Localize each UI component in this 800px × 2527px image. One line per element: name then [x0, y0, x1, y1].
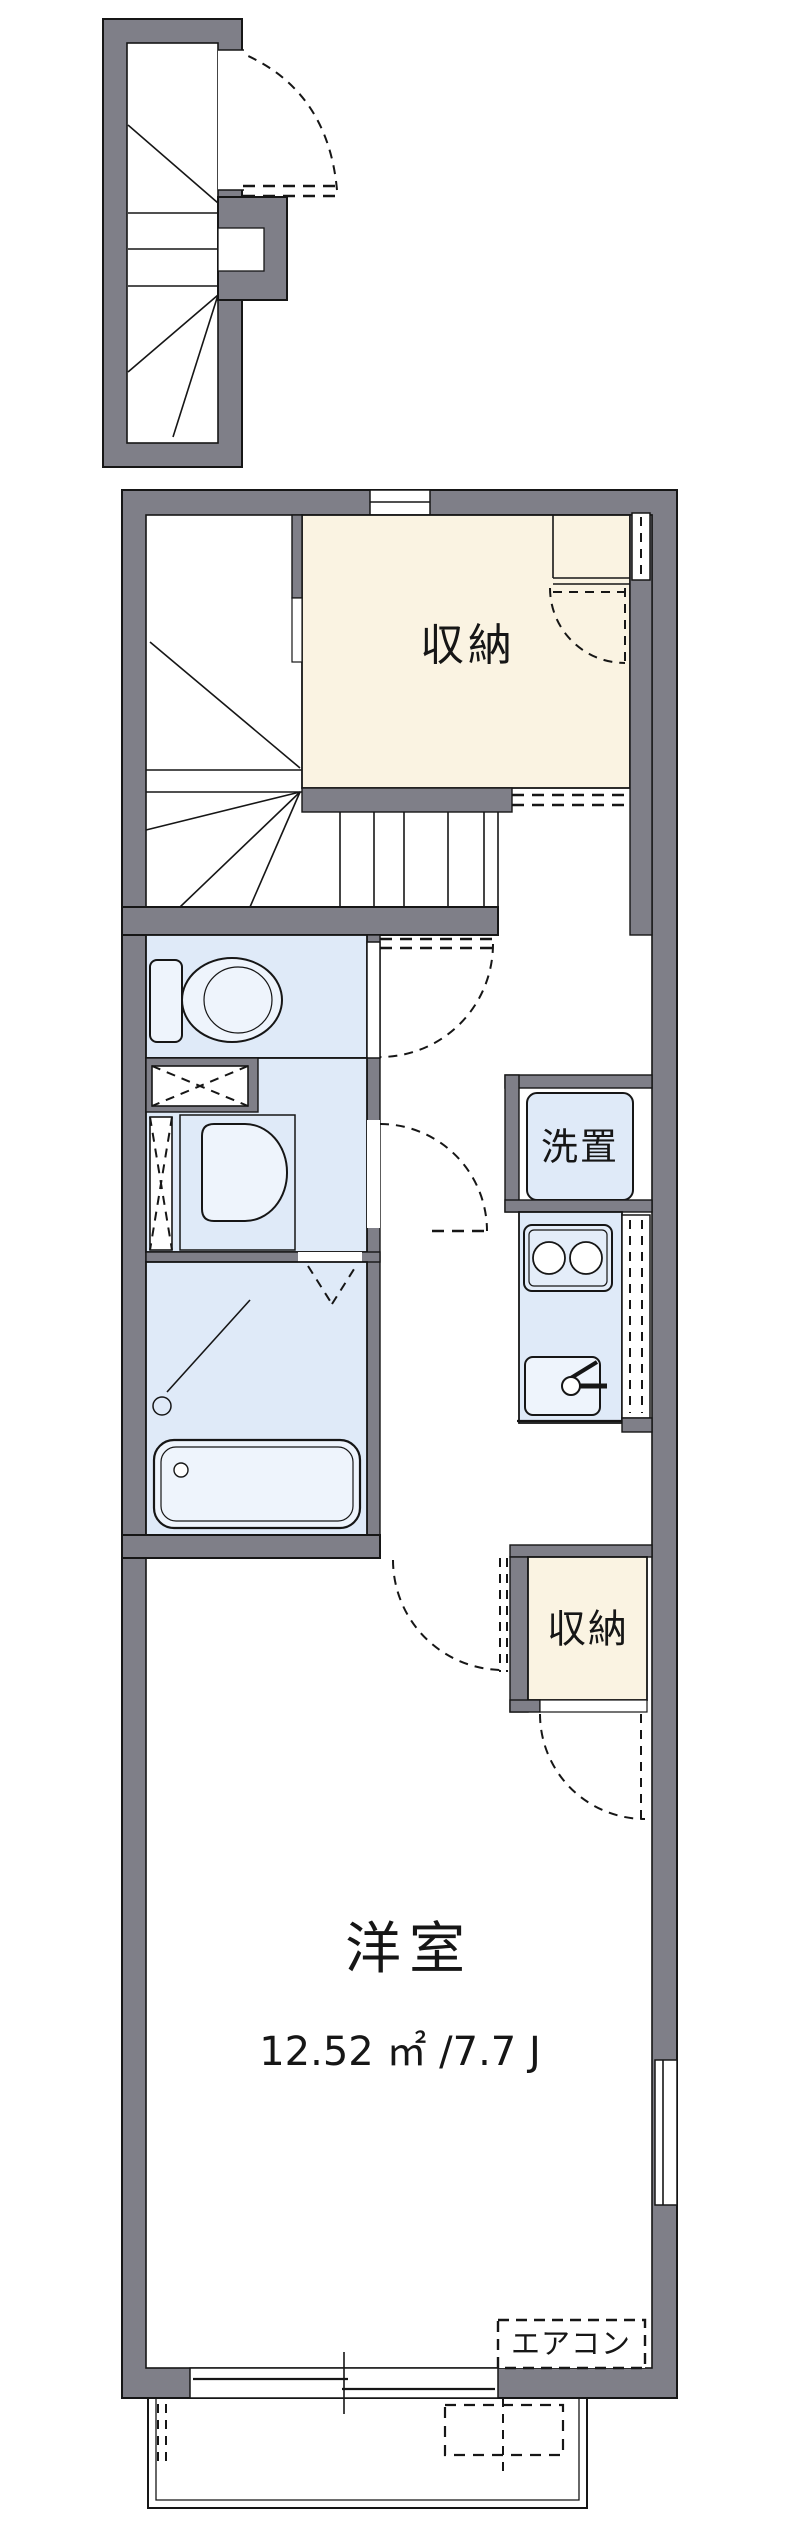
main-room-label: 洋室 — [345, 1917, 473, 1982]
storage-upper-door-swing — [549, 587, 626, 664]
room-entry-door-swing — [392, 1558, 508, 1672]
storage-room-upper — [301, 514, 631, 789]
laundry-niche — [504, 1074, 653, 1213]
laundry-kitchen-wall — [504, 1199, 653, 1213]
balcony-equipment-area — [443, 2398, 565, 2478]
kitchen — [517, 1211, 623, 1424]
bathroom — [145, 1261, 368, 1536]
entrance-door-swing — [243, 54, 338, 198]
pipe-space-box — [151, 1065, 249, 1107]
staircase-2f — [145, 641, 499, 908]
washroom — [145, 1057, 368, 1253]
bathroom-door-opening — [298, 1252, 362, 1262]
storage-room-lower — [509, 1556, 648, 1820]
bottom-sliding-window — [189, 2352, 499, 2414]
storage-upper-label: 収納 — [420, 620, 516, 671]
stove — [523, 1224, 613, 1292]
stair-1f-treads — [127, 124, 219, 438]
entry-top-wall — [509, 1544, 653, 1558]
toilet-room — [145, 934, 368, 1059]
washbasin — [179, 1114, 296, 1251]
kitchen-window — [621, 1214, 653, 1433]
bathroom-bottom-wall — [121, 1534, 381, 1559]
toilet-door-leaf — [366, 941, 381, 1059]
storage-left-wall — [291, 514, 303, 599]
aircon-label: エアコン — [510, 2326, 632, 2361]
stair-bottom-wall — [121, 906, 499, 936]
laundry-top-wall — [504, 1074, 653, 1089]
storage-lower-label: 収納 — [546, 1607, 630, 1653]
duct-box — [149, 1116, 173, 1251]
washroom-door-opening — [367, 1120, 380, 1228]
laundry-label: 洗置 — [541, 1125, 619, 1169]
stair-1f-floor — [126, 42, 219, 444]
toilet-door-swing — [366, 937, 494, 1059]
kitchen-sink — [524, 1356, 607, 1416]
storage-lower-stub — [509, 1699, 541, 1713]
storage-left-jamb — [291, 597, 303, 663]
storage-lower-opening — [539, 1699, 648, 1713]
storage-side-window — [631, 512, 651, 581]
top-window — [369, 489, 431, 516]
aircon-box — [496, 2318, 647, 2370]
storage-lower-left-wall — [509, 1556, 529, 1713]
bathtub — [152, 1438, 362, 1530]
washroom-door-swing — [367, 1120, 490, 1233]
entrance-opening — [218, 50, 244, 190]
balcony — [147, 2398, 588, 2509]
storage-lower-door-swing — [539, 1713, 646, 1820]
laundry-left-wall — [504, 1074, 520, 1213]
main-room-area-label: 12.52 ㎡ /7.7 J — [259, 2029, 541, 2075]
toilet-fixture — [149, 957, 283, 1043]
stair-1f-notch — [217, 227, 265, 272]
storage-bottom-wall — [301, 787, 513, 813]
main-floor-block — [121, 489, 678, 2414]
staircase-block-1f — [102, 18, 338, 468]
room-side-window — [654, 2059, 678, 2206]
